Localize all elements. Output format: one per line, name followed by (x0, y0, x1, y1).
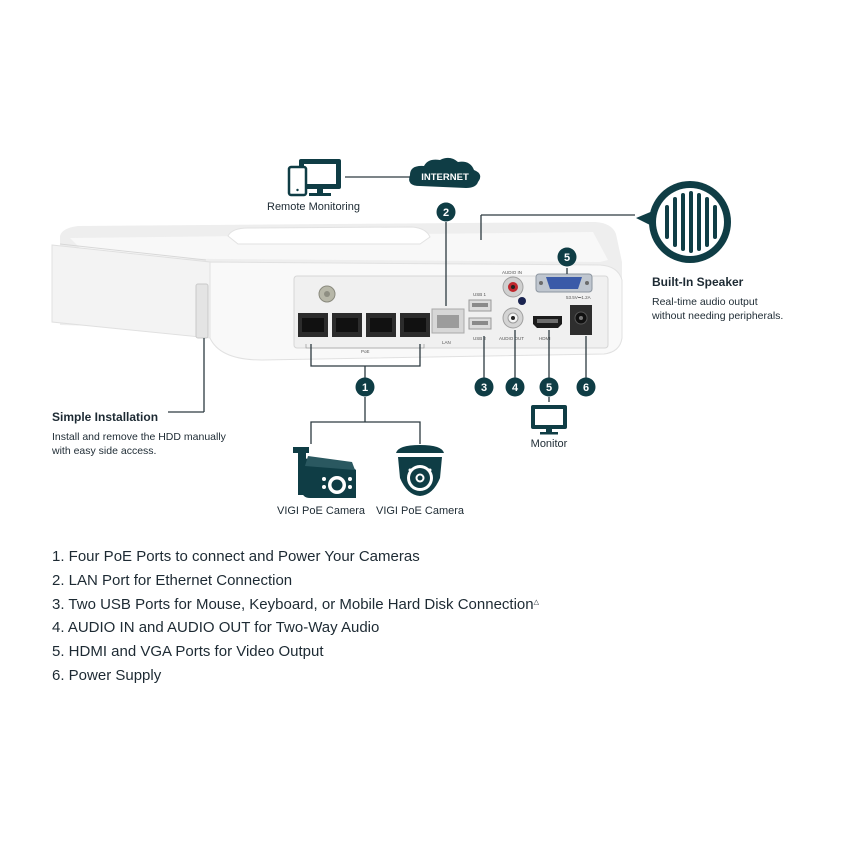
svg-text:5: 5 (564, 252, 570, 264)
callout-6: 6 (576, 377, 596, 397)
footnote-mark: △ (533, 598, 539, 606)
callout-2: 2 (436, 202, 456, 222)
internet-cloud-icon: INTERNET (409, 157, 481, 188)
installation-desc-line2: with easy side access. (52, 445, 157, 457)
lan-port: LAN (431, 308, 465, 345)
remote-monitoring-label: Remote Monitoring (267, 201, 360, 213)
speaker-badge (636, 181, 731, 263)
speaker-desc-line2: without needing peripherals. (652, 310, 784, 322)
feature-item: 4. AUDIO IN and AUDIO OUT for Two-Way Au… (52, 619, 380, 637)
feature-item: 2. LAN Port for Ethernet Connection (52, 571, 293, 589)
svg-text:5: 5 (546, 382, 552, 394)
svg-text:6: 6 (583, 382, 589, 394)
audio-ports: AUDIO IN AUDIO OUT (499, 270, 526, 341)
bullet-camera-label: VIGI PoE Camera (276, 505, 366, 517)
audio-in-label: AUDIO IN (502, 270, 522, 275)
power-port: 53.5V⎓1.2A (566, 295, 592, 335)
usb-ports: USB 1 USB 2 (468, 292, 492, 341)
callout-3: 3 (474, 377, 494, 397)
monitor-icon (531, 405, 567, 435)
usb2-label: USB 2 (473, 336, 487, 341)
bullet-camera-icon (293, 447, 356, 498)
feature-item: 6. Power Supply (52, 666, 162, 684)
installation-desc-line1: Install and remove the HDD manually (52, 431, 226, 443)
usb1-label: USB 1 (473, 292, 487, 297)
remote-monitoring-icon (287, 159, 341, 197)
feature-item: 5. HDMI and VGA Ports for Video Output (52, 643, 324, 661)
lan-label: LAN (442, 340, 451, 345)
internet-label: INTERNET (421, 172, 469, 183)
callout-5: 5 (539, 377, 559, 397)
hdd-side-slot (195, 283, 209, 339)
hdmi-label: HDMI (539, 336, 551, 341)
vga-port (535, 273, 593, 293)
speaker-grille-icon (665, 191, 717, 253)
turret-camera-icon (396, 445, 444, 496)
poe-label: PoE (361, 349, 370, 354)
callout-markers: 1 2 3 4 5 5 6 (355, 202, 596, 397)
feature-list: 1. Four PoE Ports to connect and Power Y… (52, 545, 539, 688)
speaker-desc-line1: Real-time audio output (652, 296, 758, 308)
power-rating-label: 53.5V⎓1.2A (566, 295, 591, 300)
audio-out-label: AUDIO OUT (499, 336, 524, 341)
hdmi-port: HDMI (533, 316, 562, 341)
callout-4: 4 (505, 377, 525, 397)
svg-text:1: 1 (362, 382, 368, 394)
installation-title: Simple Installation (52, 410, 159, 424)
nvr-device: PoE LAN USB 1 USB 2 AUDIO IN (51, 222, 623, 361)
poe-ports: PoE (298, 313, 430, 354)
feature-item: 3. Two USB Ports for Mouse, Keyboard, or… (52, 595, 539, 613)
monitor-label: Monitor (530, 438, 568, 450)
callout-5-top: 5 (557, 247, 577, 267)
connection-lines (168, 176, 635, 444)
svg-text:2: 2 (443, 207, 449, 219)
feature-item: 1. Four PoE Ports to connect and Power Y… (52, 548, 420, 565)
speaker-title: Built-In Speaker (652, 275, 744, 289)
svg-text:3: 3 (481, 382, 487, 394)
svg-text:4: 4 (512, 382, 519, 394)
turret-camera-label: VIGI PoE Camera (375, 505, 465, 517)
callout-1: 1 (355, 377, 375, 397)
